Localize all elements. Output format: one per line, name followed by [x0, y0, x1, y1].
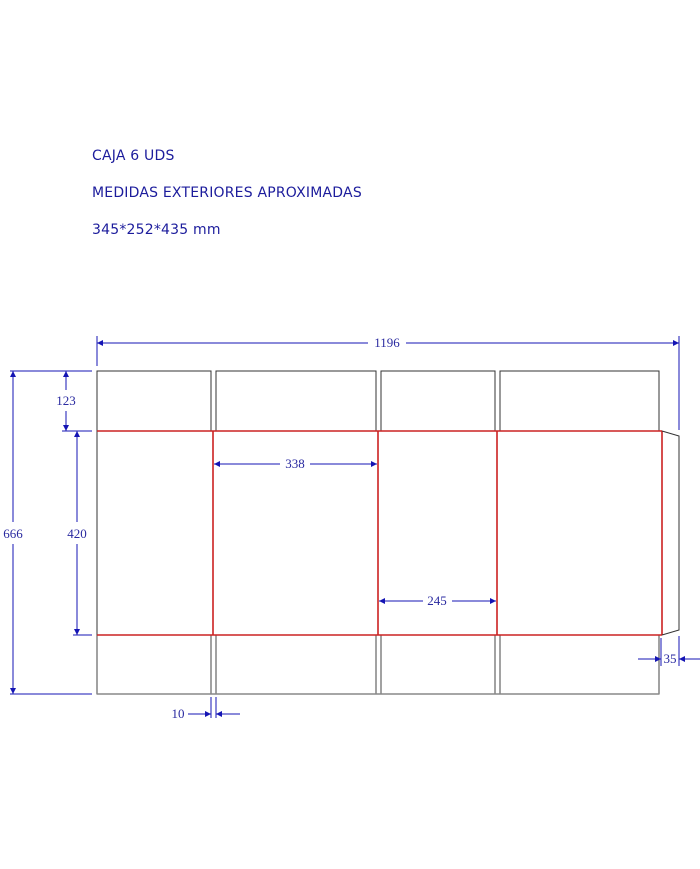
bottom-flap-3: [380, 635, 496, 695]
dim-flap-height-label: 123: [56, 393, 76, 408]
box-title: CAJA 6 UDS: [92, 148, 175, 164]
dim-total-height: [10, 370, 92, 695]
dim-short-panel-label: 245: [427, 593, 447, 608]
box-dimensions: 345*252*435 mm: [92, 222, 221, 238]
top-flap-3: [380, 370, 496, 431]
top-flaps: [96, 370, 660, 431]
dim-long-panel-label: 338: [285, 456, 305, 471]
bottom-flap-4: [499, 635, 660, 695]
dim-total-height-label: 666: [3, 526, 23, 541]
top-flap-1: [96, 370, 212, 431]
dim-total-width-label: 1196: [374, 335, 400, 350]
dim-panel-height-label: 420: [67, 526, 87, 541]
glue-flap: [661, 430, 680, 636]
top-flap-2: [215, 370, 377, 431]
dim-glue-flap-label: 35: [664, 651, 677, 666]
dim-panel-height: [73, 431, 92, 636]
crease-lines: [97, 430, 663, 636]
dim-total-width: [96, 336, 680, 430]
title-block: CAJA 6 UDS MEDIDAS EXTERIORES APROXIMADA…: [92, 146, 362, 257]
bottom-flap-1: [96, 635, 212, 695]
dim-glue-flap: [638, 636, 700, 666]
measurement-note: MEDIDAS EXTERIORES APROXIMADAS: [92, 185, 362, 201]
dim-flap-gap-label: 10: [172, 706, 185, 721]
top-flap-4: [499, 370, 660, 431]
dim-flap-gap: [188, 697, 240, 718]
bottom-flaps: [96, 635, 660, 695]
bottom-flap-2: [215, 635, 377, 695]
